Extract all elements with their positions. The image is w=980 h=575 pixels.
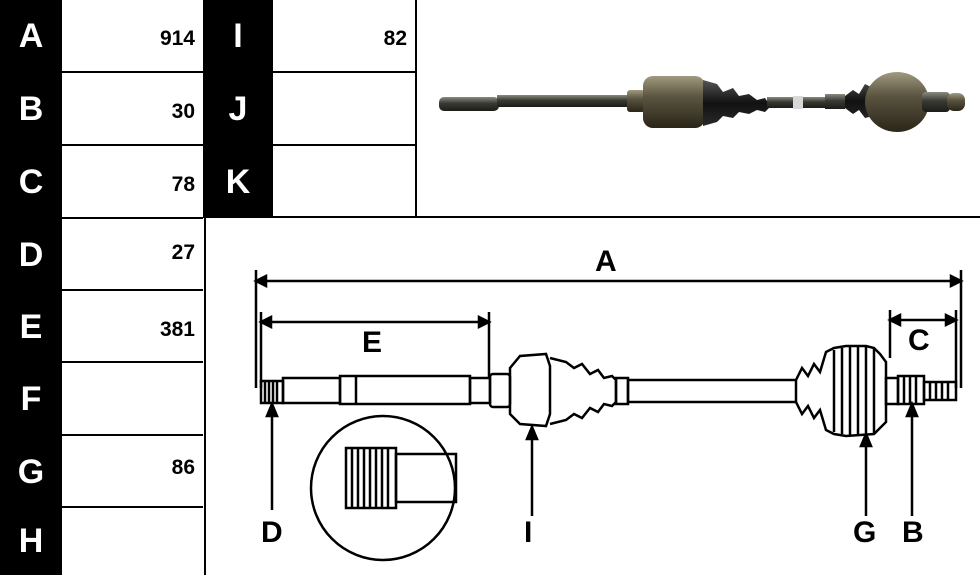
- label-c: C: [0, 146, 62, 219]
- value-i: 82: [273, 0, 415, 73]
- label-h: H: [0, 508, 62, 575]
- value-d: 27: [62, 219, 203, 291]
- value-e: 381: [62, 291, 203, 363]
- dimension-diagram: A E C D I G B: [204, 218, 980, 575]
- label-g: G: [0, 436, 62, 508]
- diagram-label-i: I: [524, 516, 533, 549]
- label-b: B: [0, 73, 62, 146]
- value-k: [273, 146, 415, 218]
- diagram-label-c: C: [908, 324, 930, 357]
- label-k: K: [203, 146, 273, 218]
- value-j: [273, 73, 415, 146]
- value-c: 78: [62, 146, 203, 219]
- label-j: J: [203, 73, 273, 146]
- label-a: A: [0, 0, 62, 73]
- label-d: D: [0, 219, 62, 291]
- diagram-label-g: G: [853, 516, 877, 549]
- value-b: 30: [62, 73, 203, 146]
- diagram-label-e: E: [362, 326, 383, 359]
- drive-shaft-photo: [439, 72, 965, 132]
- value-h: [62, 508, 203, 575]
- product-photo: [415, 0, 980, 218]
- shaft-drawing: [253, 270, 964, 562]
- label-f: F: [0, 363, 62, 436]
- diagram-label-a: A: [595, 245, 617, 278]
- label-e: E: [0, 291, 62, 363]
- diagram-label-b: B: [902, 516, 924, 549]
- label-i: I: [203, 0, 273, 73]
- diagram-label-d: D: [261, 516, 283, 549]
- value-a: 914: [62, 0, 203, 73]
- value-f: [62, 363, 203, 436]
- value-g: 86: [62, 436, 203, 508]
